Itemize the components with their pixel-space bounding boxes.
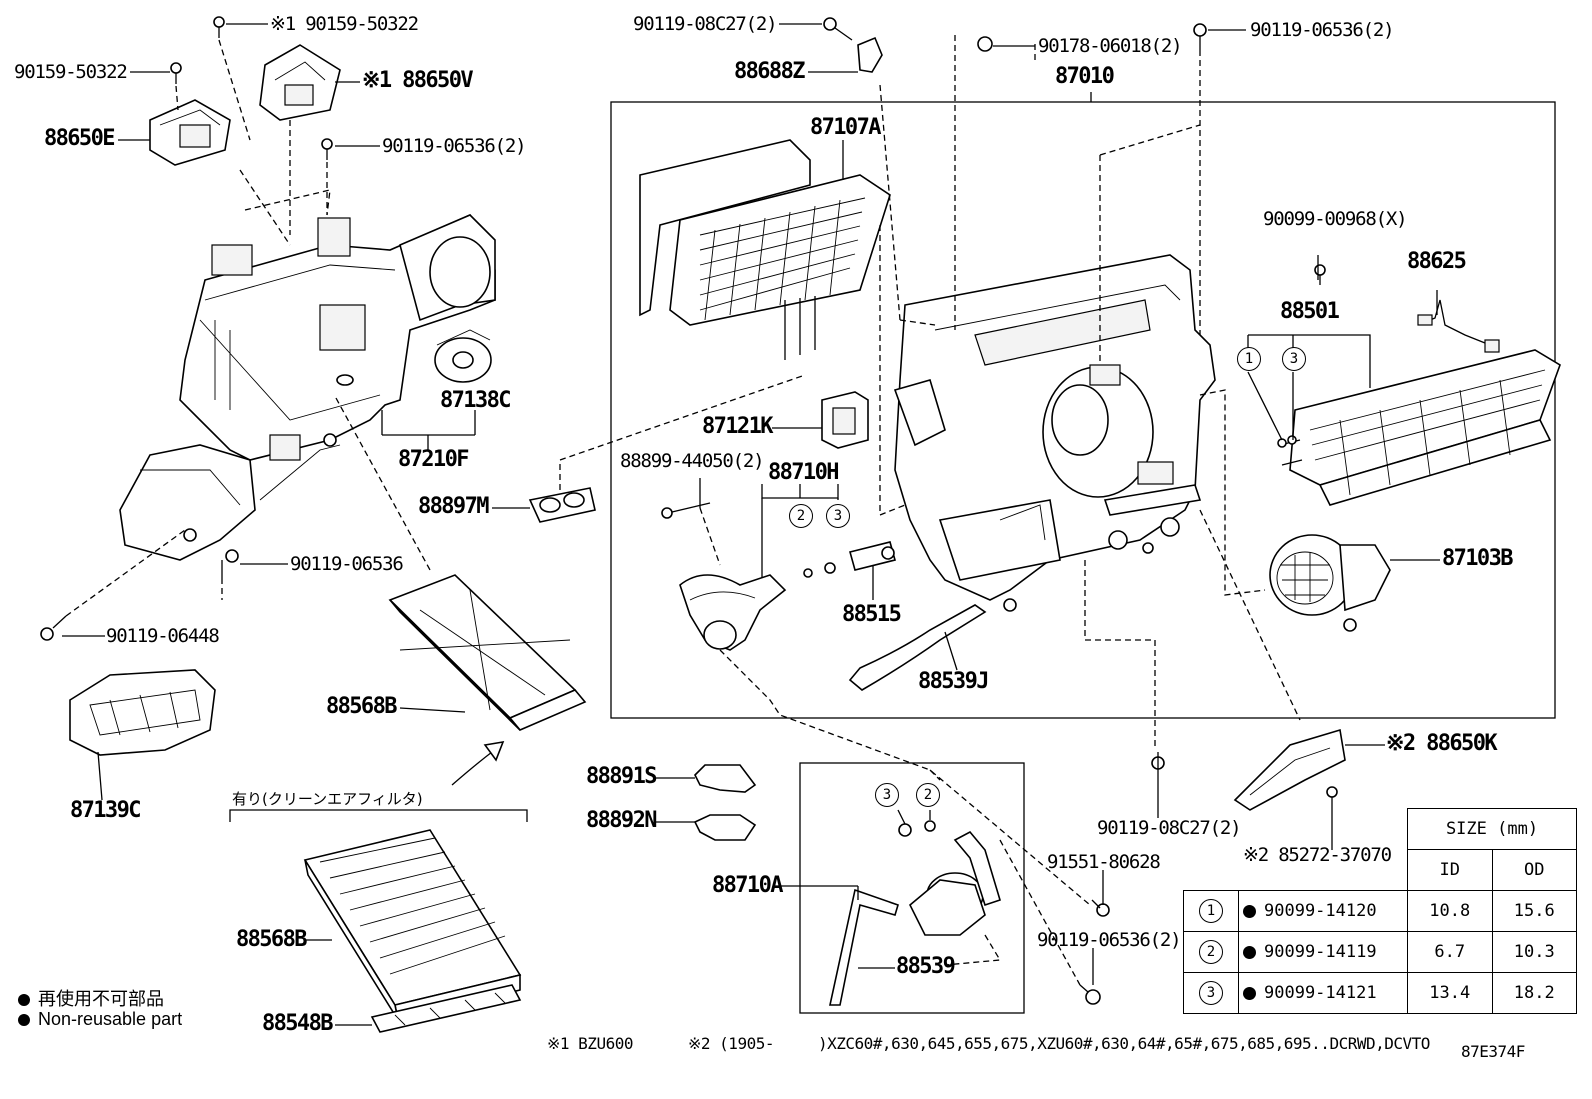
label-part-p6: 87138C <box>440 388 511 413</box>
label-part-p5: 90119-06536(2) <box>382 135 527 157</box>
col-id: ID <box>1407 849 1493 891</box>
filter-frame-drawing <box>388 574 587 731</box>
blower-motor-drawing <box>1269 534 1391 632</box>
label-part-p9: 90119-06448 <box>106 625 220 647</box>
label-clean-air-filter: 有り(クリーンエアフィルタ) <box>232 790 423 808</box>
valve-detail-frame <box>799 762 1025 1014</box>
label-part-p7: 87210F <box>398 447 469 472</box>
drain-hose-drawing <box>848 604 987 691</box>
callout-oring-2b: 2 <box>916 783 940 807</box>
label-part-p8: 90119-06536 <box>290 553 404 575</box>
hvac-unit-drawing <box>893 254 1216 612</box>
col-od: OD <box>1491 849 1577 891</box>
table-row: 2 90099-14119 6.7 10.3 <box>1183 931 1577 973</box>
label-part-p14: 88548B <box>262 1011 333 1036</box>
label-part-p38: 88710A <box>712 873 783 898</box>
plate-drawing <box>849 541 896 571</box>
label-part-p37: 88892N <box>586 808 657 833</box>
servo-module-drawing <box>259 44 341 121</box>
label-part-p23: 88899-44050(2) <box>620 450 765 472</box>
label-part-p4: 88650E <box>44 126 115 151</box>
filter-tray-drawing <box>370 984 522 1033</box>
valve-assy-drawing <box>829 820 1001 1006</box>
label-part-p31: ※2 88650K <box>1386 731 1498 756</box>
label-part-p10: 87139C <box>70 798 141 823</box>
row-1-id: 10.8 <box>1407 890 1493 932</box>
row-2-od: 10.3 <box>1491 931 1577 973</box>
row-1-part: 90099-14120 <box>1264 901 1377 921</box>
label-part-p29: 88501 <box>1280 299 1340 324</box>
size-header: SIZE (mm) <box>1407 808 1577 850</box>
label-part-p16: 88688Z <box>734 59 805 84</box>
label-part-p2: 90159-50322 <box>14 61 128 83</box>
label-part-p20: 87107A <box>810 115 881 140</box>
row-1-no: 1 <box>1199 899 1223 923</box>
row-3-od: 18.2 <box>1491 972 1577 1014</box>
module-k-drawing <box>1233 728 1346 811</box>
assembly-frame <box>610 101 1556 719</box>
label-part-p25: 88515 <box>842 602 902 627</box>
dashed-lines <box>65 35 1301 986</box>
row-1-od: 15.6 <box>1491 890 1577 932</box>
label-part-p17: 90178-06018(2) <box>1038 35 1183 57</box>
label-part-p15: 90119-08C27(2) <box>633 13 778 35</box>
duct-drawing <box>69 669 216 756</box>
blower-case-drawing <box>119 213 496 561</box>
label-part-p34: 91551-80628 <box>1047 851 1161 873</box>
label-part-p3: ※1 88650V <box>362 68 474 93</box>
row-3-no: 3 <box>1199 981 1223 1005</box>
legend-jp-text: 再使用不可部品 <box>38 989 164 1009</box>
row-3-part: 90099-14121 <box>1264 983 1377 1003</box>
callout-oring-3b: 3 <box>826 504 850 528</box>
legend-non-reusable-en: Non-reusable part <box>18 1009 182 1030</box>
row-2-id: 6.7 <box>1407 931 1493 973</box>
label-part-p27: 90099-00968(X) <box>1263 208 1408 230</box>
label-part-p22: 88897M <box>418 494 489 519</box>
label-part-p13: 88568B <box>236 927 307 952</box>
note-2a: ※2 (1905- <box>688 1034 774 1053</box>
label-part-p21: 87121K <box>702 414 773 439</box>
label-part-p39: 88539 <box>896 954 956 979</box>
legend-non-reusable-jp: 再使用不可部品 <box>18 985 164 1011</box>
label-part-p36: 88891S <box>586 764 657 789</box>
callout-oring-3: 3 <box>1282 347 1306 371</box>
row-3-id: 13.4 <box>1407 972 1493 1014</box>
label-part-p1: ※1 90159-50322 <box>270 13 419 35</box>
servo-motor-drawing <box>434 329 492 383</box>
figure-code: 87E374F <box>1461 1042 1525 1061</box>
callout-oring-1: 1 <box>1237 347 1261 371</box>
label-part-p35: 90119-06536(2) <box>1037 929 1182 951</box>
table-row: 1 90099-14120 10.8 15.6 <box>1183 890 1577 932</box>
screws-left <box>40 16 333 641</box>
evaporator-drawing <box>639 139 891 360</box>
heater-core-drawing <box>1277 349 1561 506</box>
note-2b: )XZC60#,630,645,655,675,XZU60#,630,64#,6… <box>818 1034 1430 1053</box>
table-row: 3 90099-14121 13.4 18.2 <box>1183 972 1577 1014</box>
sensor-wire-drawing <box>1424 299 1491 346</box>
clamp-upper-drawing <box>694 764 757 793</box>
o-ring-size-table: SIZE (mm) ID OD 1 90099-14120 10.8 15.6 … <box>1183 808 1577 1014</box>
row-2-part: 90099-14119 <box>1264 942 1377 962</box>
label-part-p18: 90119-06536(2) <box>1250 19 1395 41</box>
callout-oring-3c: 3 <box>875 783 899 807</box>
grommet-drawing <box>528 487 596 523</box>
callout-oring-2: 2 <box>789 504 813 528</box>
expansion-valve-drawing <box>679 562 836 651</box>
row-2-no: 2 <box>1199 940 1223 964</box>
label-part-p28: 88625 <box>1407 249 1467 274</box>
label-part-p26: 88539J <box>918 669 989 694</box>
legend-en-text: Non-reusable part <box>38 1009 183 1029</box>
amplifier-module-drawing <box>149 99 231 166</box>
label-part-p30: 87103B <box>1442 546 1513 571</box>
leader-lines <box>62 23 1440 1026</box>
label-part-p32: 90119-08C27(2) <box>1097 817 1242 839</box>
label-part-p11: 88568B <box>326 694 397 719</box>
note-1: ※1 BZU600 <box>547 1034 633 1053</box>
bracket-drawing <box>821 391 869 449</box>
label-part-p24: 88710H <box>768 460 839 485</box>
clamp-lower-drawing <box>693 814 757 841</box>
label-part-p19: 87010 <box>1055 64 1115 89</box>
